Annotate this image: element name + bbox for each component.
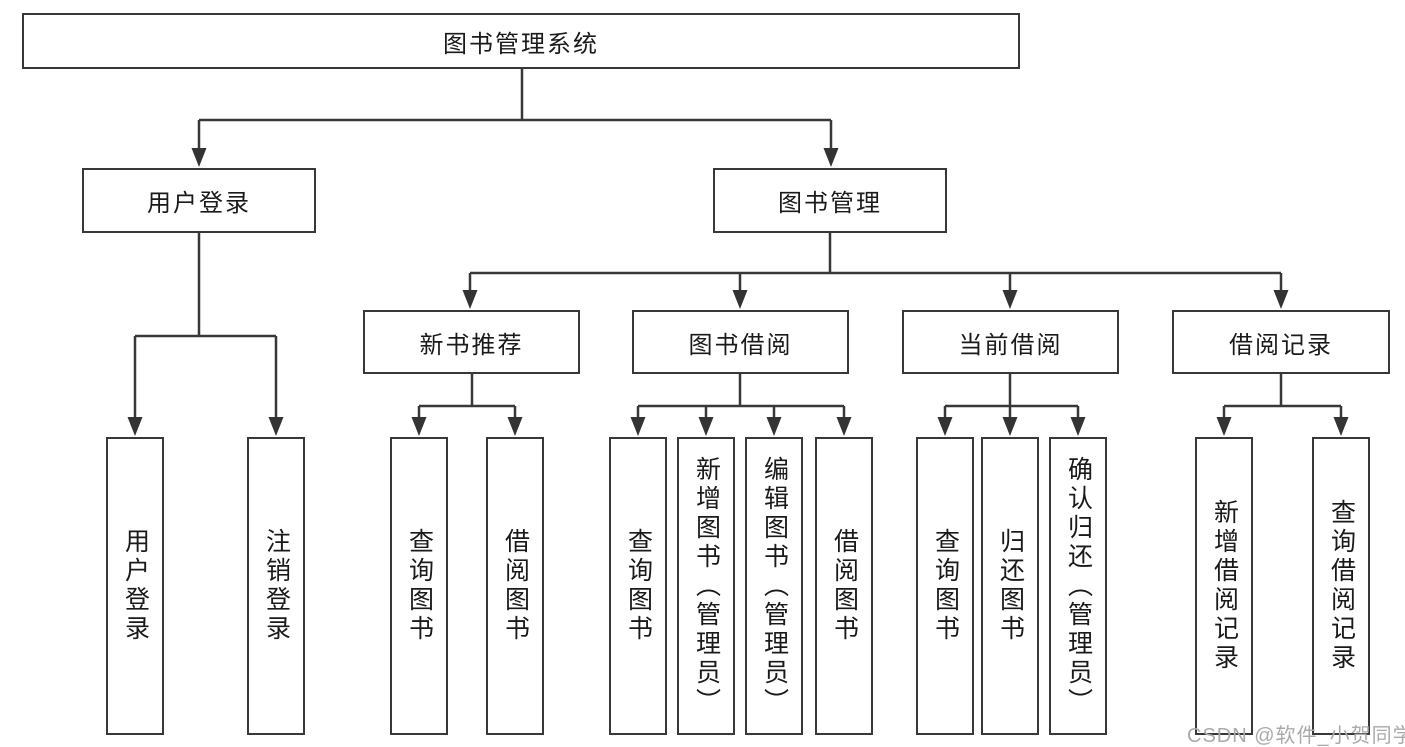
node-user-login: 用户登录 bbox=[82, 168, 316, 233]
leaf-user-login: 用户登录 bbox=[106, 437, 164, 735]
leaf-label: 编辑图书（管理员） bbox=[760, 455, 789, 717]
node-book-management-system: 图书管理系统 bbox=[22, 13, 1020, 69]
leaf-current-confirm-return-admin: 确认归还（管理员） bbox=[1049, 437, 1107, 735]
leaf-label: 注销登录 bbox=[262, 528, 291, 644]
leaf-newbook-query-books: 查询图书 bbox=[390, 437, 448, 735]
leaf-label: 查询图书 bbox=[931, 528, 960, 644]
leaf-current-return-books: 归还图书 bbox=[981, 437, 1039, 735]
leaf-label: 新增图书（管理员） bbox=[692, 455, 721, 717]
node-current-borrowing: 当前借阅 bbox=[902, 310, 1119, 374]
leaf-label: 新增借阅记录 bbox=[1210, 499, 1239, 673]
leaf-records-add-record: 新增借阅记录 bbox=[1195, 437, 1253, 735]
node-book-borrowing: 图书借阅 bbox=[632, 310, 849, 374]
leaf-label: 归还图书 bbox=[996, 528, 1025, 644]
leaf-logout: 注销登录 bbox=[247, 437, 305, 735]
leaf-borrowing-query-books: 查询图书 bbox=[609, 437, 667, 735]
node-borrowing-records: 借阅记录 bbox=[1172, 310, 1390, 374]
leaf-label: 借阅图书 bbox=[830, 528, 859, 644]
leaf-borrowing-edit-books-admin: 编辑图书（管理员） bbox=[745, 437, 803, 735]
arrowhead-icons bbox=[127, 148, 1349, 436]
node-new-book-recommend: 新书推荐 bbox=[363, 310, 580, 374]
leaf-label: 查询图书 bbox=[405, 528, 434, 644]
leaf-borrowing-add-books-admin: 新增图书（管理员） bbox=[677, 437, 735, 735]
watermark: CSDN @软件_小贺同学 bbox=[1187, 725, 1405, 747]
node-book-management: 图书管理 bbox=[713, 168, 947, 233]
leaf-borrowing-borrow-books: 借阅图书 bbox=[815, 437, 873, 735]
leaf-label: 确认归还（管理员） bbox=[1064, 455, 1093, 717]
leaf-label: 查询图书 bbox=[624, 528, 653, 644]
leaf-newbook-borrow-books: 借阅图书 bbox=[486, 437, 544, 735]
leaf-current-query-books: 查询图书 bbox=[916, 437, 974, 735]
leaf-label: 用户登录 bbox=[121, 528, 150, 644]
leaf-records-query-record: 查询借阅记录 bbox=[1312, 437, 1370, 735]
leaf-label: 查询借阅记录 bbox=[1327, 499, 1356, 673]
leaf-label: 借阅图书 bbox=[501, 528, 530, 644]
